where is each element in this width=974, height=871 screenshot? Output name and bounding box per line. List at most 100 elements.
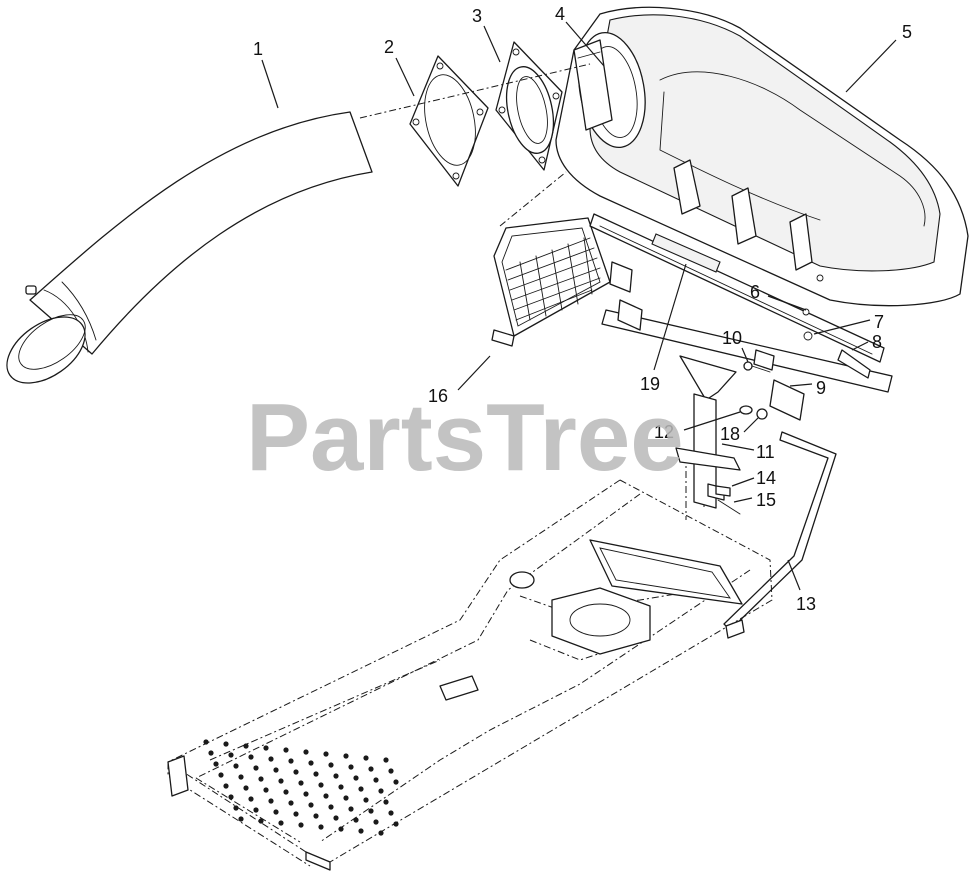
leader-5 xyxy=(845,39,897,93)
floor-hole xyxy=(328,804,334,810)
callout-3: 3 xyxy=(472,6,482,26)
leader-11 xyxy=(721,443,755,451)
floor-hole xyxy=(338,784,344,790)
floor-hole xyxy=(308,802,314,808)
floor-hole xyxy=(303,749,309,755)
floor-hole xyxy=(393,779,399,785)
floor-hole xyxy=(288,800,294,806)
callout-13: 13 xyxy=(796,594,816,614)
callout-7: 7 xyxy=(874,312,884,332)
leader-6 xyxy=(767,295,807,311)
floor-hole xyxy=(343,795,349,801)
floor-hole xyxy=(228,752,234,758)
part-9-clamp xyxy=(753,349,805,421)
floor-hole xyxy=(318,824,324,830)
leader-14 xyxy=(731,477,755,487)
part-2-gasket xyxy=(409,55,489,187)
leader-4 xyxy=(565,21,605,67)
floor-hole xyxy=(348,806,354,812)
floor-hole xyxy=(283,789,289,795)
floor-hole xyxy=(248,754,254,760)
floor-hole xyxy=(323,751,329,757)
floor-hole xyxy=(373,777,379,783)
floor-hole xyxy=(253,765,259,771)
floor-hole xyxy=(368,766,374,772)
part-1-discharge-tube xyxy=(6,111,373,384)
floor-hole xyxy=(358,786,364,792)
callout-16: 16 xyxy=(428,386,448,406)
floor-hole xyxy=(308,760,314,766)
floor-hole xyxy=(378,788,384,794)
leader-9 xyxy=(789,383,813,387)
floor-hole xyxy=(268,756,274,762)
floor-hole xyxy=(293,811,299,817)
leader-2 xyxy=(395,57,415,97)
part-15-clip xyxy=(717,499,741,515)
floor-hole xyxy=(283,747,289,753)
floor-hole xyxy=(338,826,344,832)
part-6-screw xyxy=(802,308,810,316)
callout-10: 10 xyxy=(722,328,742,348)
callout-12: 12 xyxy=(654,422,674,442)
floor-hole xyxy=(233,805,239,811)
floor-hole xyxy=(318,782,324,788)
floor-hole xyxy=(343,753,349,759)
leader-15 xyxy=(733,497,753,503)
floor-hole xyxy=(278,820,284,826)
floor-hole xyxy=(383,757,389,763)
assembly-line-chute xyxy=(359,63,591,119)
floor-hole xyxy=(288,758,294,764)
leader-1 xyxy=(261,59,279,109)
leader-13 xyxy=(787,559,801,591)
part-18-washer xyxy=(756,408,768,420)
floor-hole xyxy=(273,809,279,815)
part-14-pin xyxy=(715,485,731,497)
floor-hole xyxy=(273,767,279,773)
leader-7 xyxy=(813,319,871,335)
callout-4: 4 xyxy=(555,4,565,24)
floor-hole xyxy=(348,764,354,770)
floor-hole xyxy=(333,815,339,821)
part-3-adapter-plate xyxy=(495,41,563,171)
floor-hole xyxy=(393,821,399,827)
floor-hole xyxy=(223,783,229,789)
floor-hole xyxy=(223,741,229,747)
floor-hole xyxy=(313,771,319,777)
frame-chassis xyxy=(167,479,773,871)
floor-hole xyxy=(383,799,389,805)
part-5-hood xyxy=(555,6,969,307)
floor-hole xyxy=(258,776,264,782)
floor-hole xyxy=(333,773,339,779)
floor-hole xyxy=(213,761,219,767)
floor-hole xyxy=(253,807,259,813)
floor-hole xyxy=(268,798,274,804)
floor-hole xyxy=(238,816,244,822)
callout-8: 8 xyxy=(872,332,882,352)
assembly-line-screen xyxy=(499,171,567,227)
floor-hole xyxy=(313,813,319,819)
floor-hole xyxy=(293,769,299,775)
floor-hole xyxy=(228,794,234,800)
floor-hole xyxy=(278,778,284,784)
floor-hole xyxy=(363,755,369,761)
callout-15: 15 xyxy=(756,490,776,510)
part-7-nut xyxy=(803,331,813,341)
floor-hole xyxy=(263,787,269,793)
floor-hole xyxy=(243,743,249,749)
leader-16 xyxy=(457,355,491,391)
callouts: 1 2 3 4 5 6 7 8 9 10 11 12 13 14 15 16 1… xyxy=(253,4,912,614)
leader-8 xyxy=(851,341,869,351)
callout-18: 18 xyxy=(720,424,740,444)
floor-hole xyxy=(388,810,394,816)
floor-hole xyxy=(203,739,209,745)
floor-hole xyxy=(368,808,374,814)
callout-1: 1 xyxy=(253,39,263,59)
leader-18 xyxy=(743,417,759,433)
part-16-screen xyxy=(491,217,611,347)
floor-hole xyxy=(373,819,379,825)
part-13-rod xyxy=(723,431,837,631)
watermark: PartsTree xyxy=(246,384,684,491)
floor-plate-holes xyxy=(203,739,399,836)
leader-12 xyxy=(683,411,741,431)
